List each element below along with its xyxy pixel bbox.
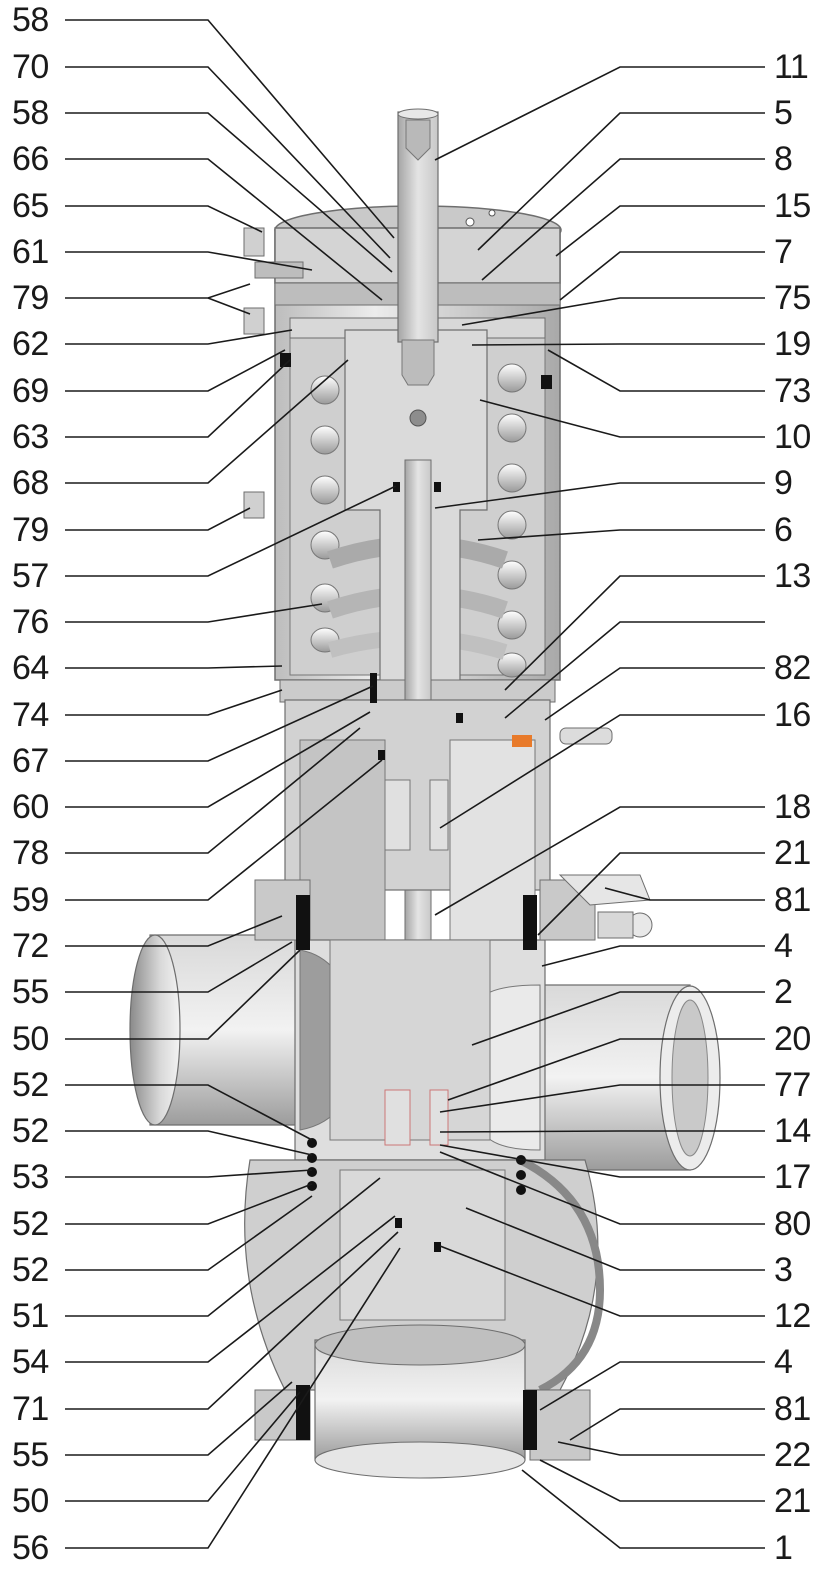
part-label: 55 [12, 1436, 49, 1474]
part-label: 14 [774, 1112, 811, 1150]
part-label: 79 [12, 511, 49, 549]
part-label: 55 [12, 973, 49, 1011]
part-label: 82 [774, 649, 811, 687]
part-label: 56 [12, 1529, 49, 1567]
part-label: 7 [774, 233, 793, 271]
part-label: 12 [774, 1297, 811, 1335]
leader-lines-left [65, 19, 401, 1549]
part-label: 21 [774, 834, 811, 872]
part-label: 58 [12, 1, 49, 39]
part-label: 8 [774, 140, 793, 178]
part-label: 22 [774, 1436, 811, 1474]
part-label: 20 [774, 1020, 811, 1058]
part-label: 59 [12, 881, 49, 919]
part-label: 77 [774, 1066, 811, 1104]
part-label: 76 [12, 603, 49, 641]
part-label: 64 [12, 649, 49, 687]
part-label: 52 [12, 1112, 49, 1150]
right-pipe [539, 984, 721, 1171]
part-label: 13 [774, 557, 811, 595]
valve-body [294, 939, 546, 1161]
part-label: 17 [774, 1158, 811, 1196]
part-label: 52 [12, 1066, 49, 1104]
part-label: 81 [774, 881, 811, 919]
part-label: 58 [12, 94, 49, 132]
part-label: 63 [12, 418, 49, 456]
part-label: 19 [774, 325, 811, 363]
part-label: 50 [12, 1020, 49, 1058]
part-label: 54 [12, 1343, 49, 1381]
part-label: 73 [774, 372, 811, 410]
part-label: 6 [774, 511, 793, 549]
part-label: 3 [774, 1251, 793, 1289]
part-label: 15 [774, 187, 811, 225]
part-label: 57 [12, 557, 49, 595]
part-label: 51 [12, 1297, 49, 1335]
part-label: 67 [12, 742, 49, 780]
part-label: 2 [774, 973, 793, 1011]
part-label: 79 [12, 279, 49, 317]
part-label: 60 [12, 788, 49, 826]
part-label: 11 [774, 48, 809, 86]
part-label: 16 [774, 696, 811, 734]
part-label: 52 [12, 1251, 49, 1289]
part-label: 74 [12, 696, 49, 734]
seals [280, 353, 552, 1450]
part-label: 78 [12, 834, 49, 872]
part-label: 18 [774, 788, 811, 826]
part-label: 1 [774, 1529, 793, 1567]
part-label: 65 [12, 187, 49, 225]
part-label: 9 [774, 464, 793, 502]
part-label: 50 [12, 1482, 49, 1520]
part-label: 5 [774, 94, 793, 132]
part-label: 70 [12, 48, 49, 86]
part-label: 61 [12, 233, 49, 271]
part-label: 72 [12, 927, 49, 965]
part-label: 52 [12, 1205, 49, 1243]
part-label: 10 [774, 418, 811, 456]
leader-lines-right [434, 66, 765, 1549]
part-label: 4 [774, 927, 793, 965]
lantern-housing [284, 699, 551, 991]
part-label: 80 [774, 1205, 811, 1243]
part-label: 68 [12, 464, 49, 502]
part-label: 75 [774, 279, 811, 317]
part-label: 62 [12, 325, 49, 363]
part-label: 69 [12, 372, 49, 410]
part-label: 4 [774, 1343, 793, 1381]
part-label: 66 [12, 140, 49, 178]
part-label: 81 [774, 1390, 811, 1428]
part-label: 53 [12, 1158, 49, 1196]
part-label: 71 [12, 1390, 49, 1428]
lower-body [244, 1156, 605, 1479]
part-label: 21 [774, 1482, 811, 1520]
